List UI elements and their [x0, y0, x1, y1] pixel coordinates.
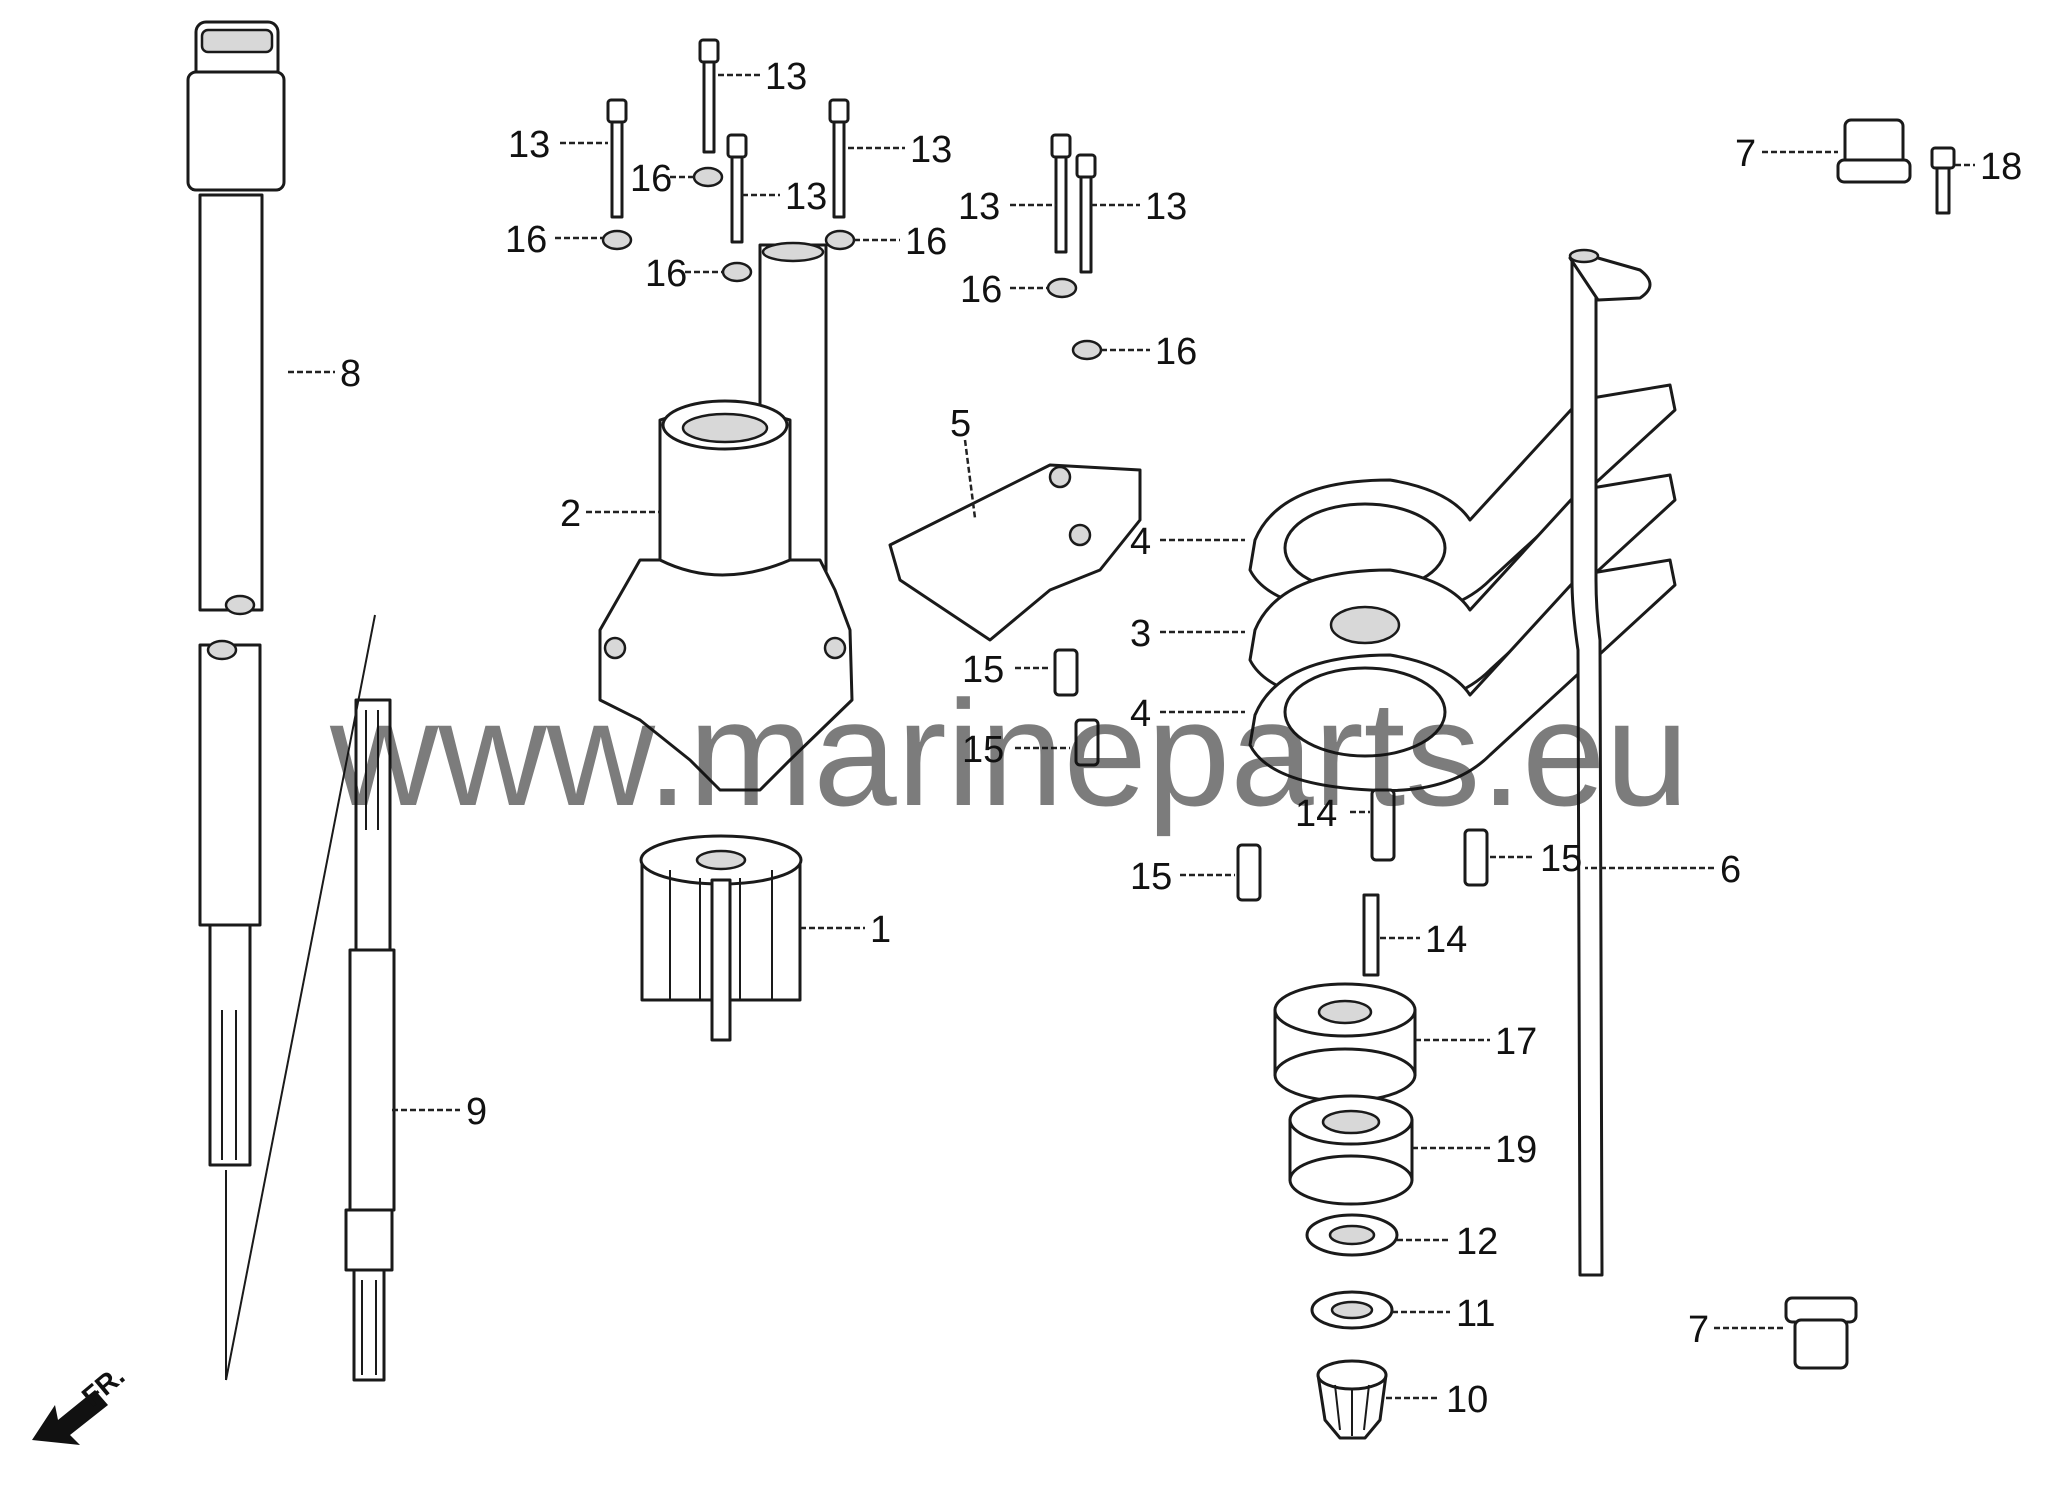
pump-guide-plate [888, 463, 1142, 642]
callout-6: 6 [1720, 849, 1741, 891]
callout-16-d: 16 [905, 221, 947, 263]
grommet-upper [1836, 118, 1912, 184]
water-tube [1568, 248, 1652, 1277]
callout-13-a: 13 [765, 56, 807, 98]
callout-17: 17 [1495, 1021, 1537, 1063]
callout-14-lower: 14 [1425, 919, 1467, 961]
callout-13-d: 13 [910, 129, 952, 171]
nut-group [601, 166, 1103, 361]
callout-15-a: 15 [962, 649, 1004, 691]
callout-1: 1 [870, 909, 891, 951]
callout-8: 8 [340, 353, 361, 395]
callout-4-upper: 4 [1130, 521, 1151, 563]
gasket-lower [1248, 558, 1677, 793]
callout-labels: 1 2 3 4 4 5 6 7 7 8 9 10 11 12 13 13 13 … [340, 56, 2022, 1421]
callout-15-c: 15 [1130, 856, 1172, 898]
callout-13-c: 13 [785, 176, 827, 218]
callout-16-a: 16 [630, 158, 672, 200]
callout-5: 5 [950, 403, 971, 445]
callout-14-upper: 14 [1295, 793, 1337, 835]
callout-16-e: 16 [960, 269, 1002, 311]
callout-12: 12 [1456, 1221, 1498, 1263]
water-pump-housing [598, 241, 854, 792]
front-direction-marker: FR. [32, 1360, 130, 1445]
screw-18 [1930, 146, 1956, 215]
bearing-stack [1273, 982, 1417, 1440]
dowel-pins [1053, 648, 1489, 977]
leader-lines [288, 73, 1975, 1400]
callout-11: 11 [1456, 1293, 1495, 1335]
drive-shaft-tube [186, 20, 286, 1167]
callout-2: 2 [560, 493, 581, 535]
callout-7-lower: 7 [1688, 1309, 1709, 1351]
callout-13-e: 13 [958, 186, 1000, 228]
callout-9: 9 [466, 1091, 487, 1133]
callout-16-f: 16 [1155, 331, 1197, 373]
callout-7-upper: 7 [1735, 133, 1756, 175]
grommet-lower [1784, 1296, 1858, 1370]
callout-10: 10 [1446, 1379, 1488, 1421]
callout-15-d: 15 [1540, 838, 1582, 880]
callout-3: 3 [1130, 613, 1151, 655]
callout-15-b: 15 [962, 729, 1004, 771]
drive-shaft [344, 698, 396, 1382]
bolt-group [606, 38, 1097, 274]
callout-19: 19 [1495, 1129, 1537, 1171]
callout-18: 18 [1980, 146, 2022, 188]
watermark: www.marineparts.eu [329, 669, 1689, 837]
callout-4-lower: 4 [1130, 693, 1151, 735]
callout-13-b: 13 [508, 124, 550, 166]
callout-13-f: 13 [1145, 186, 1187, 228]
callout-16-b: 16 [505, 219, 547, 261]
front-arrow-icon [32, 1390, 108, 1445]
impeller [639, 834, 803, 1042]
callout-16-c: 16 [645, 253, 687, 295]
